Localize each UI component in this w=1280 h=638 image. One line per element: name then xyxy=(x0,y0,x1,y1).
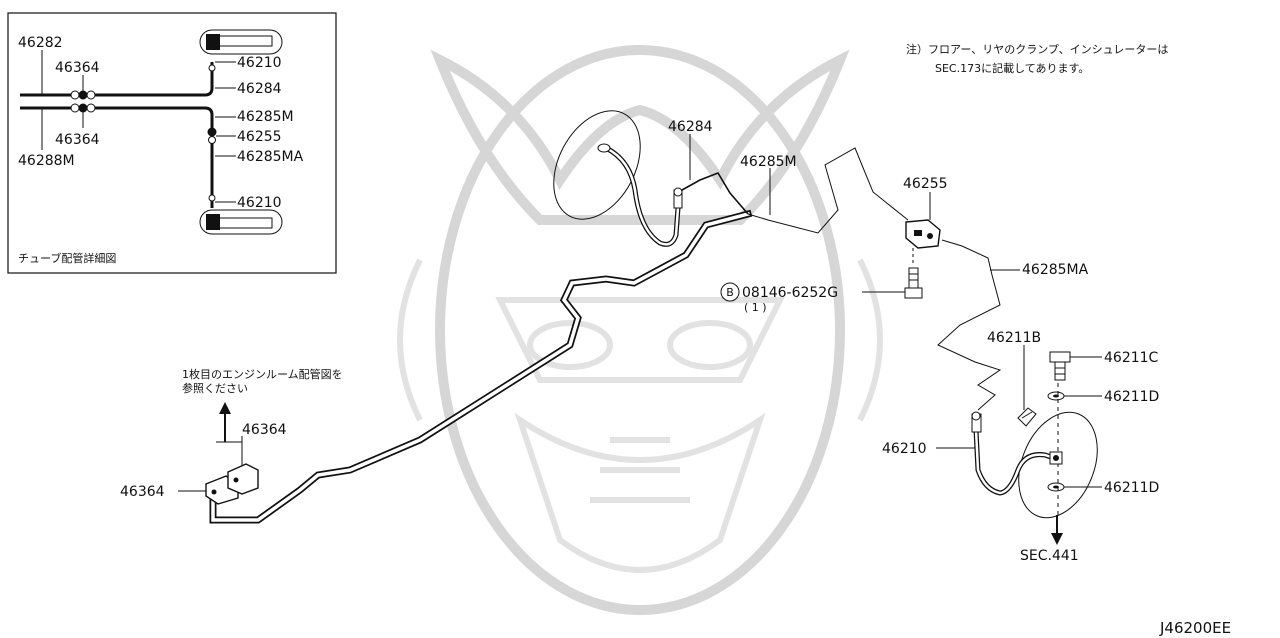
inset-label-46364-bottom: 46364 xyxy=(55,132,100,148)
engine-ref-line-2: 参照ください xyxy=(182,381,248,395)
label-46284: 46284 xyxy=(668,119,713,135)
label-46211C: 46211C xyxy=(1104,350,1159,366)
bolt-callout: B 08146-6252G ( 1 ) xyxy=(720,282,838,314)
clip-46211B xyxy=(1017,407,1037,427)
label-bolt-qty: ( 1 ) xyxy=(744,301,767,314)
label-46285MA: 46285MA xyxy=(1022,262,1089,278)
bolt-symbol: B xyxy=(726,286,734,299)
inset-label-46364-top: 46364 xyxy=(55,60,100,76)
note-line-1: 注）フロアー、リヤのクランプ、インシュレーターは xyxy=(906,42,1168,56)
brake-hose-46284 xyxy=(553,110,749,247)
label-46255: 46255 xyxy=(903,176,948,192)
label-sec441: SEC.441 xyxy=(1020,548,1079,564)
inset-label-46285M: 46285M xyxy=(237,109,294,125)
inset-label-46284: 46284 xyxy=(237,81,282,97)
junction-46255-dot xyxy=(207,127,217,137)
label-46364-right: 46364 xyxy=(242,422,287,438)
bolt-46211C xyxy=(1049,351,1071,381)
label-46364-left: 46364 xyxy=(120,484,165,500)
label-46211B: 46211B xyxy=(987,330,1041,346)
inset-label-46288M: 46288M xyxy=(18,153,75,169)
note-line-2: SEC.173に記載してあります。 xyxy=(935,61,1089,75)
label-46210: 46210 xyxy=(882,441,927,457)
inset-label-46210-top: 46210 xyxy=(237,55,282,71)
inset-bracket-top xyxy=(199,29,283,55)
inset-label-46255: 46255 xyxy=(237,129,282,145)
inset-caption: チューブ配管詳細図 xyxy=(18,251,116,265)
sec441-arrow xyxy=(1051,515,1063,545)
engine-ref-line-1: 1枚目のエンジンルーム配管図を xyxy=(182,367,343,381)
connector-46364-bottom xyxy=(70,103,96,113)
label-46285M: 46285M xyxy=(740,154,797,170)
bolt-08146-6252G xyxy=(904,248,923,299)
label-46211D-top: 46211D xyxy=(1104,389,1159,405)
engine-room-arrow xyxy=(219,402,231,442)
inset-label-46282: 46282 xyxy=(18,35,63,51)
connector-46364-top xyxy=(70,90,96,100)
junction-block-46255 xyxy=(905,219,941,249)
brake-tube-46285M xyxy=(209,209,753,524)
label-08146-6252G: 08146-6252G xyxy=(742,285,838,301)
inset-label-46210-bottom: 46210 xyxy=(237,195,282,211)
connector-46364 xyxy=(205,463,259,505)
watermark-emblem xyxy=(397,45,883,615)
diagram-code: J46200EE xyxy=(1159,619,1231,637)
label-46211D-bottom: 46211D xyxy=(1104,480,1159,496)
brake-hose-46210 xyxy=(971,411,1098,519)
tube-detail-inset: 46282 46364 46364 46288M 46210 46284 462… xyxy=(7,12,337,274)
inset-label-46285MA: 46285MA xyxy=(237,149,304,165)
inset-bracket-bottom xyxy=(199,209,283,235)
